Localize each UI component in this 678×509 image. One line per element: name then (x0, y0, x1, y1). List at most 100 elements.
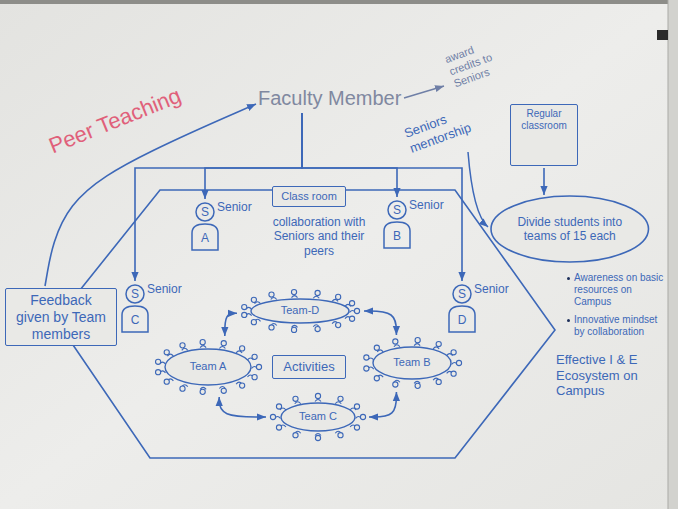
person-head (156, 370, 161, 375)
person-head (200, 340, 205, 345)
person-head (415, 338, 420, 343)
bullet-dot (567, 319, 570, 322)
senior-body (449, 306, 475, 332)
person-head (164, 350, 169, 355)
ellipse-outline (491, 196, 649, 262)
person-head (336, 294, 341, 299)
board-clip (657, 30, 668, 40)
person-head (364, 366, 369, 371)
double-arrow (364, 311, 396, 335)
person-head (336, 323, 341, 328)
table-outline (373, 347, 451, 379)
person-body (271, 298, 277, 300)
person-head (221, 388, 226, 393)
person-head (393, 339, 398, 344)
person-head (293, 396, 298, 401)
person-head (270, 414, 275, 419)
person-head (276, 404, 281, 409)
team-table: Team A (152, 338, 264, 396)
label-text: Awareness on basic resources on Campus (574, 272, 666, 308)
person-head (315, 290, 320, 295)
senior-letter: A (192, 231, 218, 245)
person-head (354, 425, 359, 430)
person-head (240, 383, 245, 388)
senior-label: Senior (217, 200, 252, 214)
person-body (295, 402, 301, 404)
node-text: Activities (279, 359, 339, 375)
senior-head (388, 201, 406, 219)
arrow-connector (302, 113, 397, 197)
person-body (414, 344, 420, 346)
person-head (349, 301, 354, 306)
leader-arrow (468, 152, 488, 227)
senior-badge: S (128, 287, 142, 301)
person-head (251, 297, 256, 302)
double-arrow (369, 392, 396, 417)
label-text: Seniors mentorship (402, 99, 488, 156)
person-head (360, 414, 365, 419)
senior-badge: S (455, 287, 469, 301)
person-head (315, 326, 320, 331)
board-frame (668, 0, 669, 509)
label-text: Innovative mindset by collaboration (574, 314, 666, 338)
person-body (219, 347, 225, 349)
person-body (335, 402, 341, 404)
person-head (364, 355, 369, 360)
bullet-dot (567, 277, 570, 280)
senior-badge: S (198, 205, 212, 219)
person-head (354, 308, 359, 313)
double-arrow (225, 313, 237, 336)
classroom-box: Class room (272, 186, 346, 207)
senior-letter: B (384, 229, 410, 243)
board-frame (668, 0, 678, 509)
senior-body (192, 224, 218, 250)
node-text: Team B (393, 356, 430, 369)
person-head (436, 341, 441, 346)
node-text: Team A (190, 360, 227, 373)
table-outline (281, 403, 355, 431)
person-body (292, 296, 298, 298)
person-head (451, 371, 456, 376)
senior-label: Senior (147, 282, 182, 296)
senior-figure: SSeniorB (380, 198, 450, 250)
title-annotation: Peer Teaching (45, 83, 185, 160)
senior-figure: SSeniorC (118, 282, 188, 334)
person-head (269, 325, 274, 330)
team-table: Team C (268, 392, 368, 442)
node-text: Class room (279, 190, 339, 203)
annotation: award credits to Seniors (443, 33, 515, 91)
person-head (315, 393, 320, 398)
senior-head (453, 285, 471, 303)
annotation: Seniors mentorship (402, 99, 488, 156)
outcome-bullet: Awareness on basic resources on Campus (574, 272, 666, 308)
person-head (252, 354, 257, 359)
senior-label: Senior (409, 198, 444, 212)
senior-body (122, 306, 148, 332)
person-body (200, 346, 206, 348)
person-body (315, 400, 321, 402)
person-body (182, 348, 188, 350)
node-text: Divide students into teams of 15 each (515, 215, 625, 244)
label-text: award credits to Seniors (443, 33, 515, 91)
senior-head (196, 203, 214, 221)
leader-arrow (404, 86, 444, 98)
team-table: Team B (360, 336, 464, 390)
node-text: collaboration with Seniors and their pee… (265, 215, 373, 258)
role-text: Faculty Member (258, 86, 401, 110)
person-head (393, 382, 398, 387)
label-text: Peer Teaching (45, 83, 185, 160)
senior-body (384, 222, 410, 248)
process-ellipse: Divide students into teams of 15 each (490, 195, 650, 263)
person-head (293, 433, 298, 438)
person-body (313, 296, 319, 298)
team-table: Team-D (238, 288, 362, 334)
person-head (374, 376, 379, 381)
senior-letter: D (449, 313, 475, 327)
activities-box: Activities (272, 355, 346, 379)
senior-label: Senior (474, 282, 509, 296)
person-head (180, 343, 185, 348)
person-head (338, 433, 343, 438)
senior-figure: S SeniorD (445, 282, 515, 334)
